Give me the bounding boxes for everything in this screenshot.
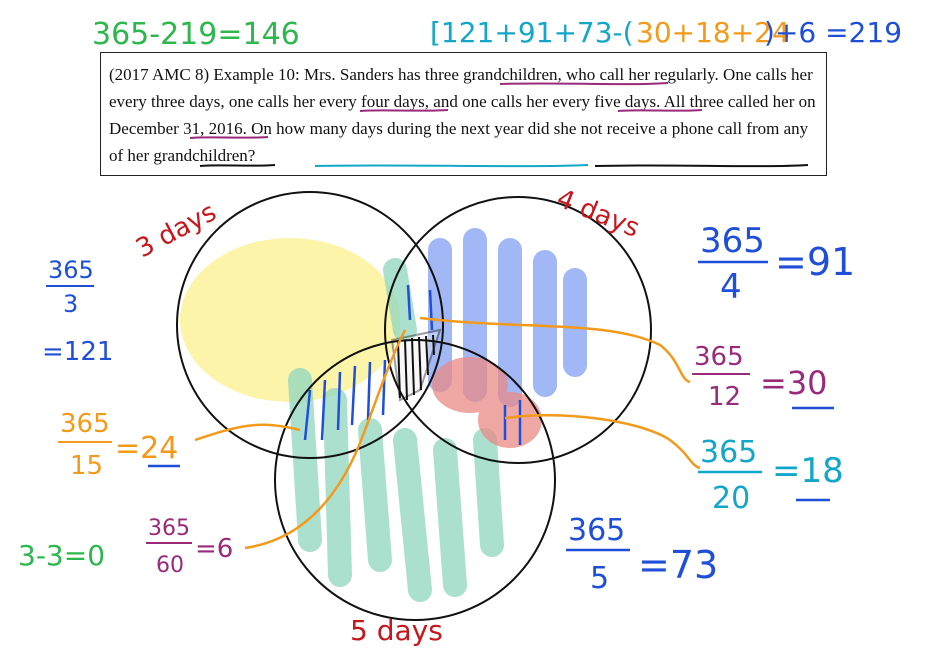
yellow-shading xyxy=(180,238,400,402)
shading-strokes xyxy=(180,228,587,602)
frac-365-over-20: 365 20 =18 xyxy=(698,435,844,516)
frac-5-denominator: 5 xyxy=(590,561,609,596)
circle-5-days xyxy=(274,339,556,621)
zero-equation: 3-3=0 xyxy=(18,539,105,572)
center-hatch xyxy=(390,328,442,402)
connector-60 xyxy=(244,329,407,550)
connector-20 xyxy=(504,414,701,470)
header-right-eq-part3: )+6 =219 xyxy=(764,16,902,49)
label-5-days: 5 days xyxy=(350,614,443,647)
header-right-eq-part2: 30+18+24 xyxy=(636,16,790,49)
frac-12-denominator: 12 xyxy=(708,382,741,412)
frac-60-numerator: 365 xyxy=(148,516,190,541)
frac-12-result: =30 xyxy=(760,364,828,402)
connector-lines xyxy=(194,316,701,550)
frac-15-numerator: 365 xyxy=(60,409,110,439)
frac-5-numerator: 365 xyxy=(568,513,625,548)
problem-box: (2017 AMC 8) Example 10: Mrs. Sanders ha… xyxy=(100,52,827,176)
frac-20-result: =18 xyxy=(772,451,844,491)
frac-15-denominator: 15 xyxy=(70,451,103,481)
frac-3-result: =121 xyxy=(42,337,113,367)
frac-60-result: =6 xyxy=(195,534,233,564)
venn-diagram xyxy=(176,191,652,621)
header-right-eq-part1: [121+91+73-( xyxy=(430,16,634,49)
header-left-equation: 365-219=146 xyxy=(92,17,300,52)
problem-text: (2017 AMC 8) Example 10: Mrs. Sanders ha… xyxy=(109,65,816,165)
frac-365-over-60: 365 60 =6 xyxy=(146,516,233,578)
frac-5-result: =73 xyxy=(638,543,718,587)
frac-365-over-5: 365 5 =73 xyxy=(566,513,718,596)
connector-12 xyxy=(419,316,691,384)
frac-365-over-3: 365 3 =121 xyxy=(42,256,113,367)
frac-12-numerator: 365 xyxy=(694,342,744,372)
label-4-days: 4 days xyxy=(552,184,643,244)
frac-20-numerator: 365 xyxy=(700,435,757,470)
frac-20-denominator: 20 xyxy=(712,481,750,516)
frac-3-denominator: 3 xyxy=(63,290,78,318)
frac-365-over-4: 365 4 =91 xyxy=(698,221,855,307)
frac-365-over-12: 365 12 =30 xyxy=(692,342,834,412)
circle-4-days xyxy=(384,196,652,464)
frac-365-over-15: 365 15 =24 xyxy=(58,409,180,481)
red-shading xyxy=(432,357,542,448)
frac-60-denominator: 60 xyxy=(156,553,184,578)
label-3-days: 3 days xyxy=(131,197,221,264)
connector-15 xyxy=(194,423,301,442)
frac-4-numerator: 365 xyxy=(700,221,765,261)
frac-15-result: =24 xyxy=(115,431,178,466)
circle-3-days xyxy=(176,191,444,459)
frac-3-numerator: 365 xyxy=(48,256,94,284)
frac-4-denominator: 4 xyxy=(720,267,742,307)
blue-tick-marks xyxy=(303,284,522,445)
frac-4-result: =91 xyxy=(775,240,855,284)
header-right-equation: [121+91+73-( 30+18+24 )+6 =219 xyxy=(430,16,902,49)
